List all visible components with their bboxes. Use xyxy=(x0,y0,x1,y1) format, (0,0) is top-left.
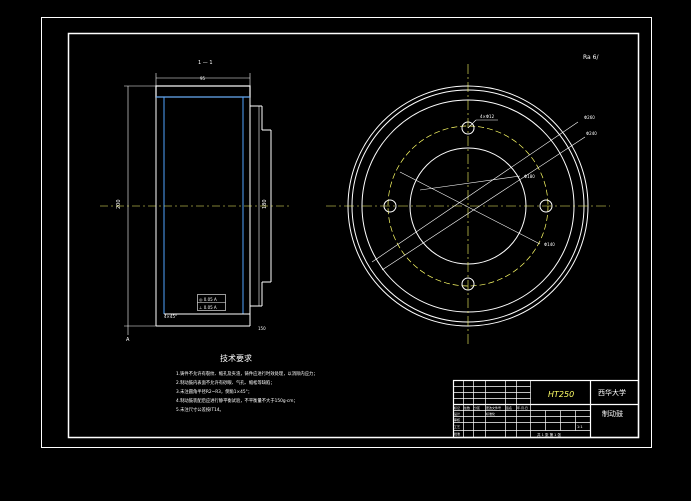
notes-title: 技术要求 xyxy=(220,353,252,363)
tolerance-row-2: ⊥ 0.05 A xyxy=(199,305,217,310)
sheet-info: 共 1 张 第 1 张 xyxy=(537,432,562,437)
school-name: 西华大学 xyxy=(598,388,626,397)
note-item-3: 3.未注圆角半径R2~R3，倒角1×45°； xyxy=(176,388,252,395)
scale: 1:1 xyxy=(577,425,583,429)
dim-width-top: 95 xyxy=(200,76,206,81)
circle-label-3: Φ180 xyxy=(524,174,535,179)
inner-frame xyxy=(67,32,640,439)
row-label-5: 签名 xyxy=(506,405,512,410)
circle-label-2: Φ240 xyxy=(586,131,597,136)
outer-frame xyxy=(41,17,652,448)
part-name: 制动鼓 xyxy=(602,409,623,418)
roughness-note: Ra 6/ xyxy=(583,54,599,61)
section-view: 1 — 1 200 180 A xyxy=(100,60,290,343)
check-label: 审核 xyxy=(454,417,460,422)
note-item-4: 4.制动鼓装配后应进行静平衡试验，不平衡量不大于150g·cm； xyxy=(176,397,298,404)
note-item-1: 1.铸件不允许有裂纹、缩孔及夹渣，铸件应进行时效处理，以消除内应力； xyxy=(176,370,318,377)
note-item-5: 5.未注尺寸公差按IT14。 xyxy=(176,406,224,413)
title-block xyxy=(452,379,640,439)
hole-label: 4×Φ12 xyxy=(480,114,495,119)
circle-label-1: Φ260 xyxy=(584,115,595,120)
dim-height-right: 180 xyxy=(262,199,268,209)
row-label-1: 标记 xyxy=(454,405,460,410)
design-label: 设计 xyxy=(454,411,460,416)
dim-height-left: 200 xyxy=(116,199,122,209)
row-label-2: 处数 xyxy=(464,405,470,410)
note-item-2: 2.制动鼓内表面不允许有砂眼、气孔、缩松等缺陷； xyxy=(176,379,275,386)
datum-letter: A xyxy=(126,337,130,343)
process-label: 工艺 xyxy=(454,424,460,429)
row-label-6: 年.月.日 xyxy=(517,405,528,410)
material: HT250 xyxy=(548,390,574,399)
dim-bottom-small: 150 xyxy=(258,326,266,331)
approve-label: 批准 xyxy=(454,431,460,436)
section-label: 1 — 1 xyxy=(198,60,213,66)
tolerance-row-1: ◎ 0.05 A xyxy=(199,297,217,302)
tolerance-frame: ◎ 0.05 A ⊥ 0.05 A xyxy=(197,294,226,311)
circle-label-4: Φ140 xyxy=(544,242,555,247)
technical-notes: 技术要求 1.铸件不允许有裂纹、缩孔及夹渣，铸件应进行时效处理，以消除内应力； … xyxy=(176,353,318,413)
standard-label: 标准化 xyxy=(486,411,495,416)
dim-chamfer: 4×45° xyxy=(164,314,177,319)
front-view xyxy=(326,64,610,346)
row-label-3: 分区 xyxy=(474,405,480,410)
row-label-4: 更改文件号 xyxy=(486,405,501,410)
